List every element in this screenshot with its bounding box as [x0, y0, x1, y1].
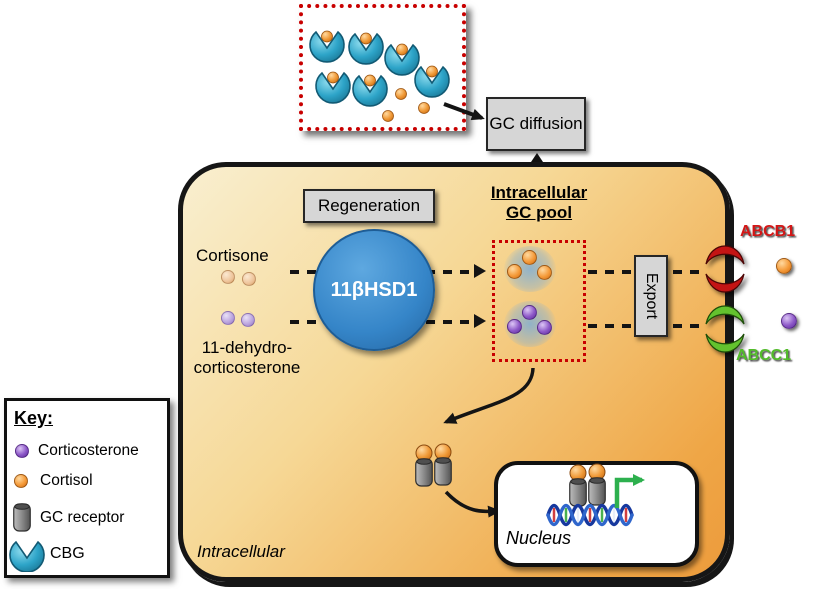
abcb1-transporter-icon [705, 245, 745, 293]
abcc1-transporter-icon [705, 305, 745, 353]
cbg-bound-cortisol-icon [349, 33, 383, 64]
key-gc-receptor-icon [13, 503, 31, 532]
cortisone-label: Cortisone [196, 246, 269, 265]
enzyme-label: 11βHSD1 [330, 278, 418, 301]
nucleus-label: Nucleus [506, 528, 572, 548]
abcb1-label: ABCB1 [740, 223, 796, 240]
extracellular-gc-pool-box [299, 4, 466, 131]
key-corticosterone-dot-icon [15, 444, 29, 458]
cortisone-arrowhead [474, 264, 486, 278]
abcc1-label: ABCC1 [736, 347, 792, 364]
free-cortisol-icon [395, 88, 407, 100]
export-label: Export [643, 272, 660, 320]
dhc-arrowhead [474, 314, 486, 328]
key-gc-receptor-label: GC receptor [40, 509, 125, 526]
pool-cortisol-dot-icon [522, 250, 537, 265]
cbg-bound-cortisol-icon [385, 44, 419, 75]
cbg-bound-cortisol-icon [415, 66, 449, 97]
key-cortisol-label: Cortisol [40, 472, 93, 489]
exported-cortisol-dot-icon [776, 258, 792, 274]
extracellular-pool-contents [299, 4, 466, 122]
transcription-start-arrow-icon [614, 474, 645, 508]
diffusion-arrow-up-head [531, 153, 543, 162]
enzyme-11bhsd1-circle: 11βHSD1 [313, 229, 435, 351]
dehydrocorticosterone-dot-icon [241, 313, 255, 327]
dehydrocorticosterone-dot-icon [221, 311, 235, 325]
dehydrocorticosterone-label: 11-dehydro- corticosterone [193, 338, 301, 378]
pool-to-receptor-arrow [443, 367, 535, 424]
free-cortisol-icon [418, 102, 430, 114]
cbg-bound-cortisol-icon [310, 31, 344, 62]
intracellular-gc-pool-box [492, 240, 586, 362]
dna-helix-icon [546, 503, 634, 527]
key-title: Key: [14, 408, 54, 428]
key-cbg-icon [9, 541, 45, 572]
key-cortisol-dot-icon [14, 474, 28, 488]
pool-cortisol-dot-icon [537, 265, 552, 280]
regeneration-box: Regeneration [303, 189, 435, 223]
pool-corticosterone-dot-icon [507, 319, 522, 334]
cbg-bound-cortisol-icon [353, 75, 387, 106]
intracellular-label: Intracellular [197, 542, 285, 561]
cortisone-dot-icon [242, 272, 256, 286]
intracellular-gc-pool-heading: Intracellular GC pool [490, 183, 588, 223]
free-cortisol-icon [382, 110, 394, 122]
gc-receptor-dimer-icon [415, 443, 452, 487]
cortisone-dot-icon [221, 270, 235, 284]
export-box: Export [634, 255, 668, 337]
key-corticosterone-label: Corticosterone [38, 442, 139, 459]
exported-corticosterone-dot-icon [781, 313, 797, 329]
pool-to-diffusion-arrow [443, 102, 485, 121]
regeneration-label: Regeneration [317, 196, 421, 215]
key-box [4, 398, 170, 578]
pool-corticosterone-dot-icon [522, 305, 537, 320]
receptor-to-nucleus-arrow [444, 490, 501, 518]
gc-diffusion-box: GC diffusion [486, 97, 586, 151]
pool-corticosterone-dot-icon [537, 320, 552, 335]
pool-cortisol-dot-icon [507, 264, 522, 279]
key-cbg-label: CBG [50, 545, 85, 562]
nucleus-receptor-dimer-icon [569, 463, 606, 507]
gc-diffusion-label: GC diffusion [489, 114, 583, 133]
cbg-bound-cortisol-icon [316, 72, 350, 103]
